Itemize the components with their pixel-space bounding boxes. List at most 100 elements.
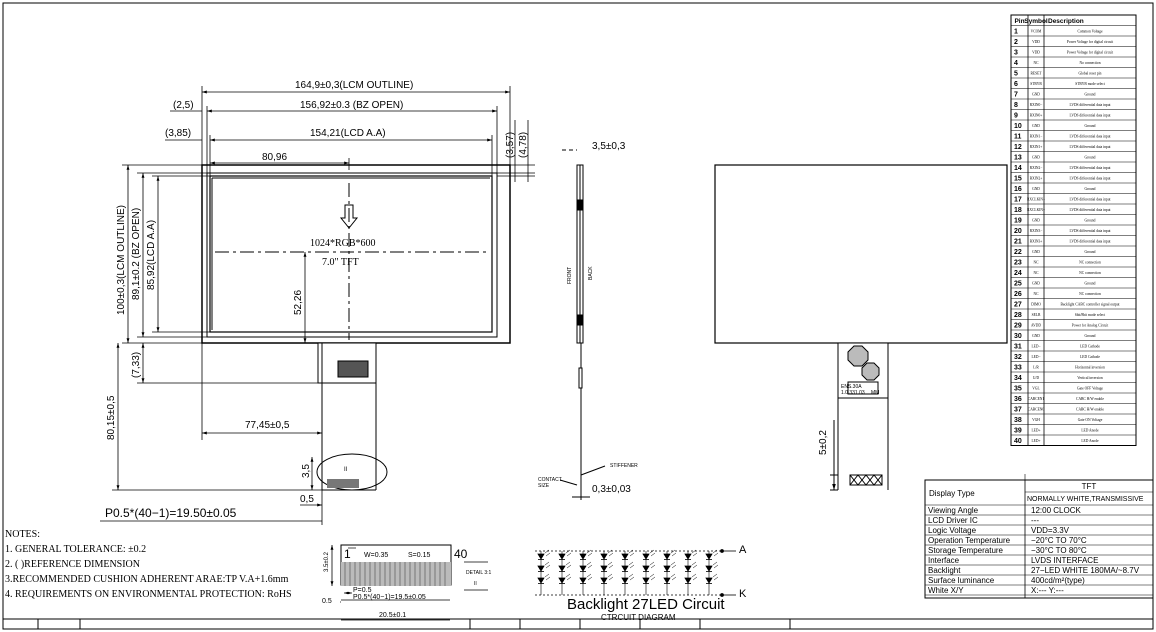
pin-description: Ground	[1085, 156, 1096, 160]
pin-number: 39	[1014, 428, 1022, 435]
pin-symbol: RXIN1+	[1030, 145, 1043, 149]
pin-description: LVDS differential data input	[1069, 145, 1110, 149]
pin-symbol: GND	[1032, 93, 1040, 97]
pin-symbol: GND	[1032, 282, 1040, 286]
pin-number: 37	[1014, 407, 1022, 414]
pin-number: 2	[1014, 39, 1018, 46]
pin-number: 34	[1014, 375, 1022, 382]
led-diode	[558, 553, 566, 560]
contact-label-2: SIZE	[538, 483, 550, 489]
pin-number: 35	[1014, 386, 1022, 393]
notes-title: NOTES:	[5, 529, 40, 540]
pin-number: 18	[1014, 207, 1022, 214]
led-diode	[705, 565, 713, 572]
pin-symbol: NC	[1034, 271, 1040, 275]
contact-label: CONTACT	[538, 477, 562, 483]
pin-symbol: GND	[1032, 187, 1040, 191]
pin-symbol: DIMO	[1031, 303, 1041, 307]
pin-number: 10	[1014, 123, 1022, 130]
pin-symbol: NC	[1034, 261, 1040, 265]
detail-pin1: 1	[344, 547, 351, 561]
pin-symbol: CABCEN1	[1028, 397, 1045, 401]
pin-description: LVDS differential data input	[1069, 103, 1110, 107]
size-label: 7.0" TFT	[322, 257, 359, 268]
pin-symbol: RXIN3−	[1030, 229, 1043, 233]
pin-number: 6	[1014, 81, 1018, 88]
dim-bz-open-w: 156,92±0.3 (BZ OPEN)	[300, 100, 403, 111]
pin-number: 20	[1014, 228, 1022, 235]
pin-description: LED Anode	[1081, 439, 1099, 443]
pin-symbol: LED−	[1031, 345, 1040, 349]
pin-number: 29	[1014, 323, 1022, 330]
pin-description: LVDS differential data input	[1069, 229, 1110, 233]
spec-value: VDD=3.3V	[1031, 526, 1070, 535]
pin-symbol: RXIN2+	[1030, 177, 1043, 181]
led-diode	[642, 565, 650, 572]
pin-description: Ground	[1085, 124, 1096, 128]
pin-symbol: RXCLKIN+	[1027, 208, 1045, 212]
pin-symbol: GND	[1032, 156, 1040, 160]
spec-label: White X/Y	[928, 586, 964, 595]
pin-symbol: RESET	[1031, 72, 1043, 76]
spec-value: X:--- Y:---	[1031, 586, 1064, 595]
pin-description: LED Anode	[1081, 429, 1099, 433]
back-label-1: ENS.30A	[841, 384, 862, 390]
bezel-opening	[206, 172, 498, 338]
back-label-2: 1.0.331.03	[841, 390, 865, 396]
pin-symbol: VCOM	[1031, 30, 1043, 34]
spec-label: LCD Driver IC	[928, 516, 978, 525]
detail-height: 3.5±0.2	[324, 551, 330, 572]
pin-description: Backlight CABC controller signal output	[1060, 303, 1119, 307]
dim-fpc-thk: 0,3±0,03	[592, 484, 631, 495]
pin-description: Global reset pin	[1079, 72, 1102, 76]
pin-symbol: RXIN0+	[1030, 114, 1043, 118]
detail-left: 0.5	[322, 598, 332, 605]
pin-number: 25	[1014, 281, 1022, 288]
pin-symbol: L/R	[1033, 366, 1039, 370]
dim-fpc-pos: 77,45±0,5	[245, 420, 290, 431]
dim-offset-733: (7,33)	[131, 352, 142, 378]
pin-number: 23	[1014, 260, 1022, 267]
pin-description: CABC H/W enable	[1076, 397, 1104, 401]
note-3: 3.RECOMMENDED CUSHION ADHERENT ARAE:TP V…	[5, 574, 289, 585]
pin-description: Ground	[1085, 250, 1096, 254]
pin-number: 7	[1014, 92, 1018, 99]
spec-label: Surface luminance	[928, 576, 995, 585]
pin-symbol: VGH	[1032, 418, 1040, 422]
pin-description: LVDS differential data input	[1069, 177, 1110, 181]
pin-symbol: VDD	[1032, 40, 1040, 44]
pin-number: 3	[1014, 50, 1018, 57]
spec-label: Interface	[928, 556, 960, 565]
spec-value: TFT	[1082, 482, 1097, 491]
spec-value: ---	[1031, 516, 1039, 525]
pin-number: 8	[1014, 102, 1018, 109]
pin-number: 33	[1014, 365, 1022, 372]
fpc-circle	[316, 453, 388, 491]
pin-symbol: GND	[1032, 124, 1040, 128]
dim-lcm-outline-w: 164,9±0,3(LCM OUTLINE)	[295, 80, 413, 91]
dim-bz-open-h: 89,1±0.2 (BZ OPEN)	[131, 208, 142, 300]
dim-fpc-dim: 5±0,2	[818, 430, 829, 455]
detail-s: S=0.15	[408, 552, 430, 559]
pin-symbol: LED+	[1031, 439, 1040, 443]
cathode-label: K	[739, 588, 747, 600]
detail-sub: II	[474, 581, 477, 587]
pin-description: Horizontal inversion	[1075, 366, 1105, 370]
led-diode	[621, 565, 629, 572]
side-view	[559, 149, 606, 500]
led-diode	[684, 553, 692, 560]
pin-number: 22	[1014, 249, 1022, 256]
detail-pitch: P0.5*(40−1)=19.5±0.05	[353, 594, 426, 601]
pin-table-header: Symbol	[1024, 18, 1048, 25]
pin-number: 21	[1014, 239, 1022, 246]
pin-description: Power Voltage for digital circuit	[1067, 40, 1113, 44]
pin-symbol: GND	[1032, 250, 1040, 254]
spec-label: Operation Temperature	[928, 536, 1011, 545]
pin-number: 12	[1014, 144, 1022, 151]
dim-offset-385: (3,85)	[165, 128, 191, 139]
pin-description: Vertical inversion	[1077, 376, 1103, 380]
